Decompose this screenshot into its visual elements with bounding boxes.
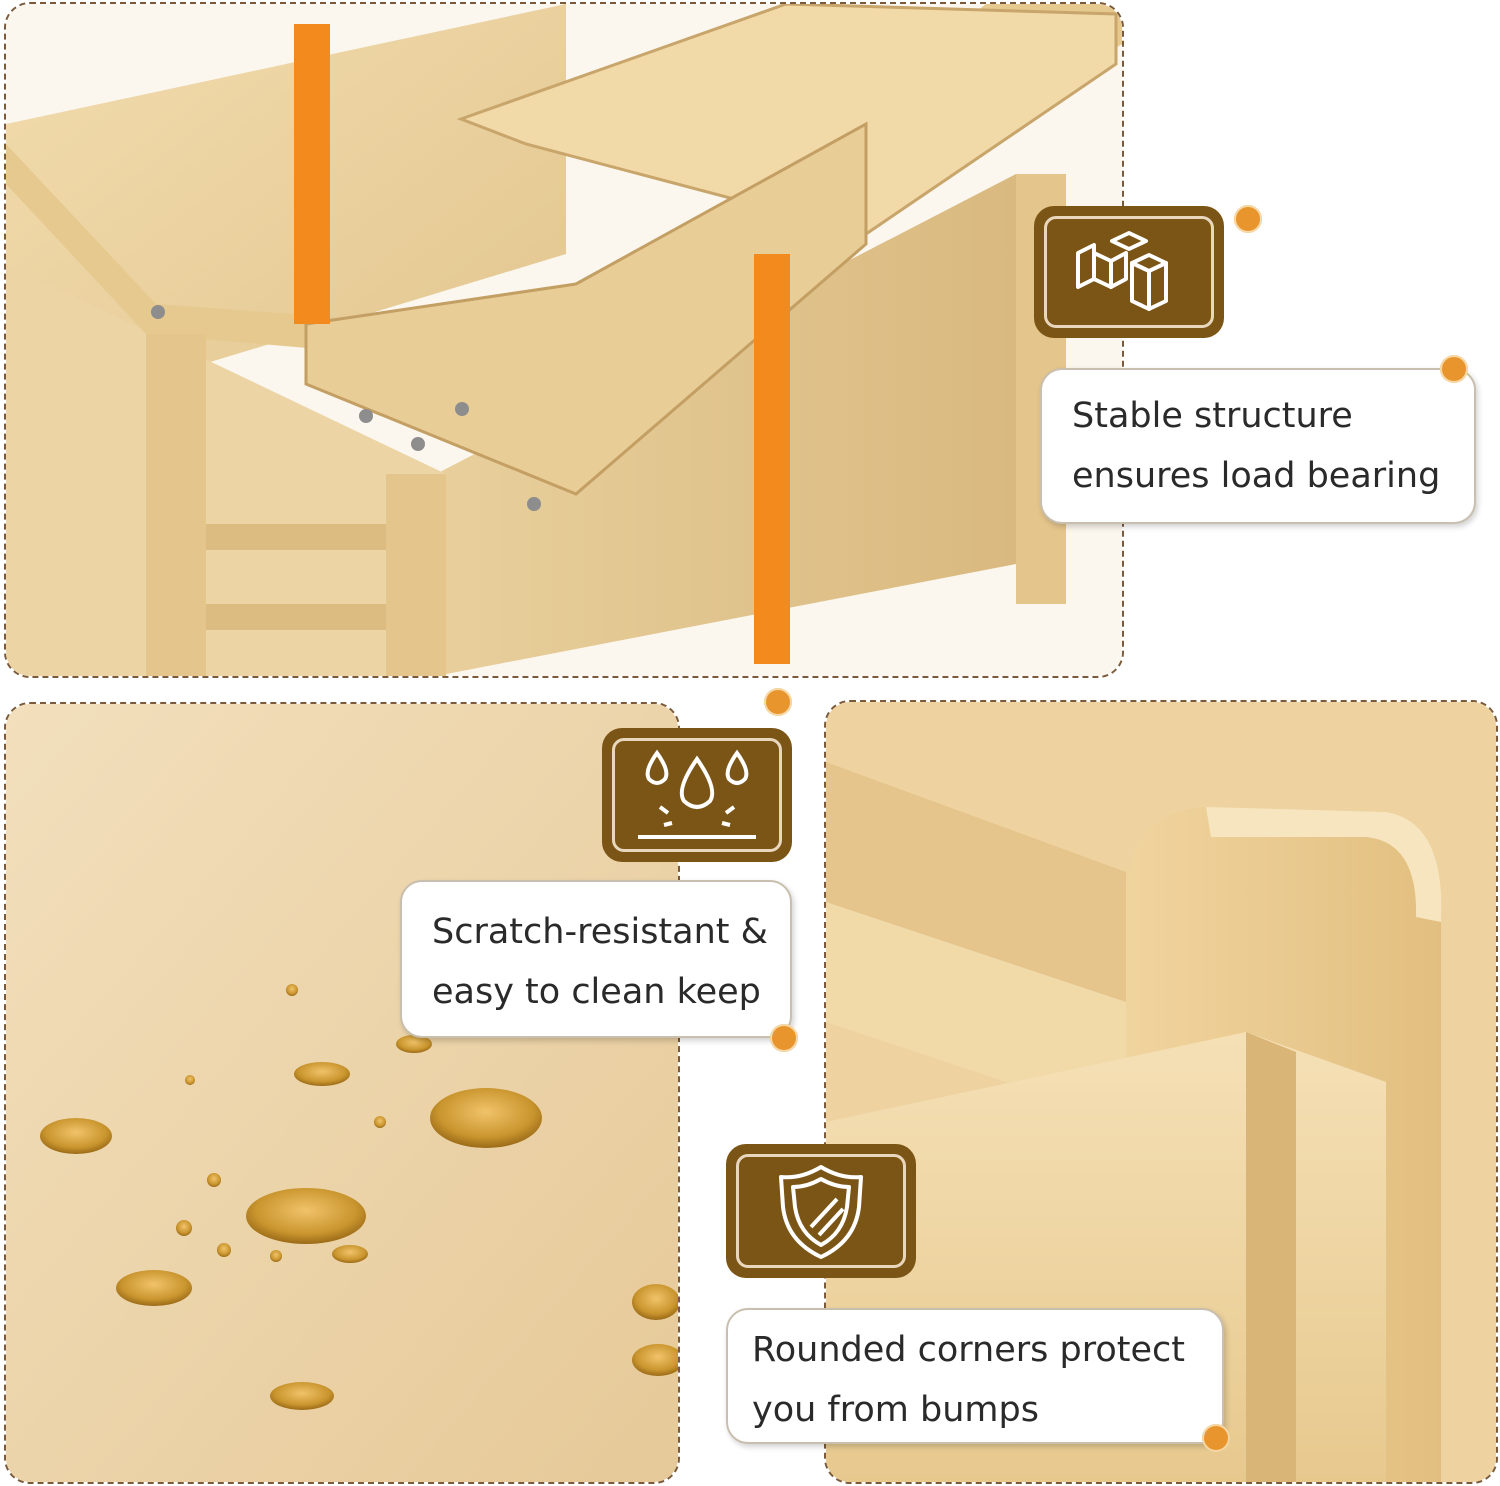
accent-dot [764,688,792,716]
feature-1-line-1: Stable structure [1072,396,1353,436]
boxes-icon [1044,216,1214,328]
feature-2-badge [602,728,792,862]
feature-3-caption: Rounded corners protect you from bumps [726,1308,1224,1444]
accent-dot [1440,355,1468,383]
feature-1-caption: Stable structure ensures load bearing [1040,368,1476,524]
accent-dot [1234,205,1262,233]
feature-2-line-2: easy to clean keep [432,972,761,1012]
photo-chair-frame [4,2,1124,678]
feature-1-line-2: ensures load bearing [1072,456,1441,496]
accent-dot [1202,1424,1230,1452]
feature-3-line-2: you from bumps [752,1390,1039,1430]
shield-icon [736,1154,906,1268]
accent-dot [770,1024,798,1052]
photo-water-droplets [4,702,680,1484]
feature-2-caption: Scratch-resistant & easy to clean keep [400,880,792,1038]
feature-2-line-1: Scratch-resistant & [432,912,768,952]
feature-3-badge [726,1144,916,1278]
feature-1-badge [1034,206,1224,338]
feature-3-line-1: Rounded corners protect [752,1330,1185,1370]
water-drops-icon [612,738,782,852]
